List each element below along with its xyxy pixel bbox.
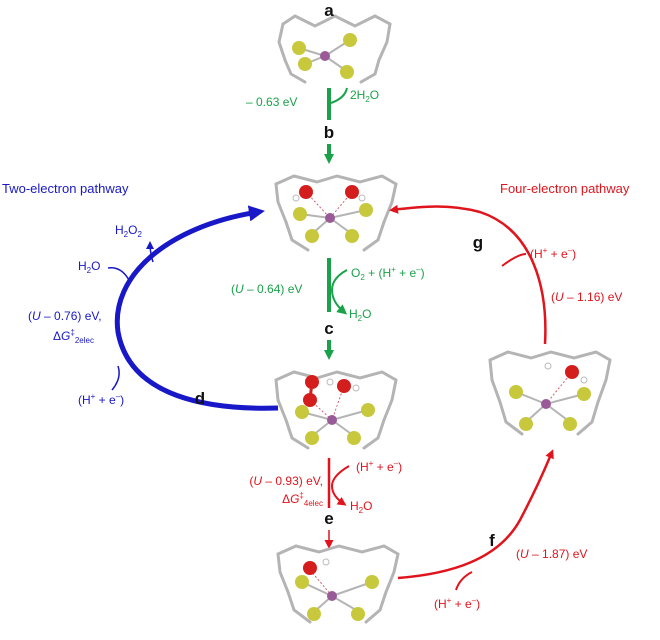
two-electron-pathway-title: Two-electron pathway — [2, 181, 129, 196]
barrier-c-e: ΔG‡4elec — [282, 491, 323, 508]
arrow-f-to-b — [389, 204, 547, 345]
energy-c-e: (U – 0.93) eV, — [249, 474, 323, 488]
product-c-e: H2O — [350, 499, 372, 515]
proton-uptake-curve-fg — [501, 253, 527, 267]
molecule-b — [274, 174, 398, 252]
barrier-b-d: ΔG‡2elec — [53, 328, 94, 345]
h2o-label-blue: H2O — [78, 259, 100, 275]
h2o-uptake-curve — [107, 267, 131, 283]
state-label-d: d — [195, 389, 205, 408]
reagent-b-c: O2 + (H+ + e–) — [351, 265, 425, 282]
state-label-c: c — [324, 319, 333, 338]
proton-uptake-curve-ef — [455, 571, 473, 591]
proton-d: (H+ + e–) — [78, 392, 124, 407]
molecule-e — [276, 544, 400, 624]
energy-f-g: (U – 1.16) eV — [551, 290, 622, 304]
proton-f-g: (H+ + e–) — [530, 246, 576, 261]
molecule-f — [488, 350, 612, 436]
proton-e-f: (H+ + e–) — [434, 596, 480, 611]
state-label-f: f — [489, 531, 495, 550]
energy-e-f: (U – 1.87) eV — [516, 547, 587, 561]
proton-uptake-curve-ce — [330, 465, 350, 506]
product-b-c: H2O — [349, 307, 371, 323]
four-electron-pathway-title: Four-electron pathway — [500, 181, 630, 196]
state-label-e: e — [324, 509, 333, 528]
state-label-g: g — [473, 233, 483, 252]
energy-b-c: (U – 0.64) eV — [231, 282, 302, 296]
energy-b-d: (U – 0.76) eV, — [28, 309, 102, 323]
molecule-c — [274, 370, 398, 450]
proton-c-e: (H+ + e–) — [356, 459, 402, 474]
state-label-a: a — [324, 1, 334, 20]
arrow-e-to-f — [397, 449, 554, 580]
o2-uptake-curve — [330, 269, 348, 315]
energy-a-b: – 0.63 eV — [246, 95, 297, 109]
proton-uptake-curve-blue — [111, 365, 120, 391]
h2o2-release-curve — [146, 241, 155, 263]
water-release-curve — [330, 87, 348, 104]
two-electron-pathway-arc — [114, 205, 279, 411]
molecule-a — [277, 14, 392, 84]
water-a-b: 2H2O — [350, 88, 379, 104]
state-label-b: b — [324, 123, 334, 142]
h2o2-label: H2O2 — [115, 223, 142, 239]
